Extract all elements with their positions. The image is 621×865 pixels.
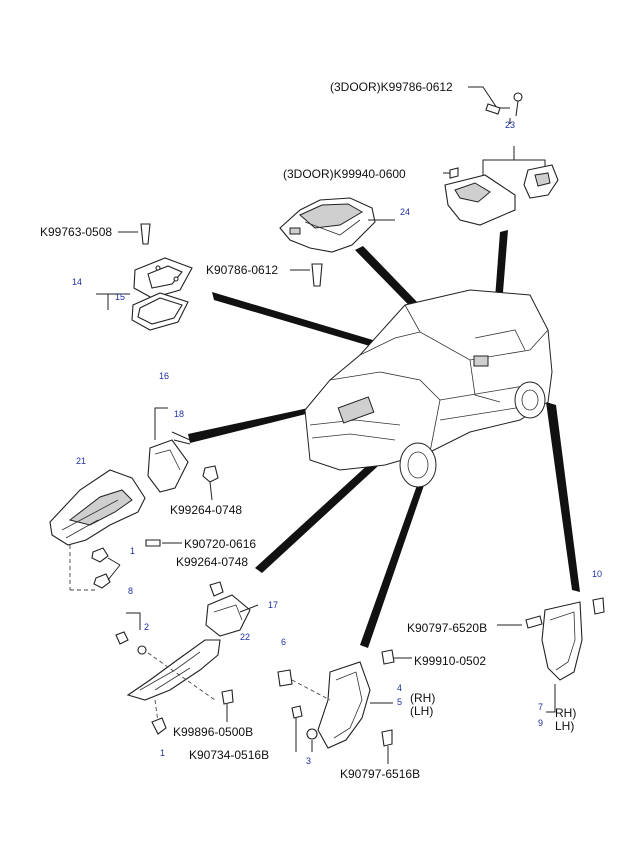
wedge-hood <box>188 404 330 443</box>
clip-k99910 <box>381 649 395 665</box>
callout-14: 14 <box>72 277 83 287</box>
callout-9: 9 <box>538 718 544 728</box>
screw-k90786 <box>311 263 323 287</box>
side-label-lh-front: (LH) <box>410 704 434 718</box>
label-k99786: (3DOOR)K99786-0612 <box>330 80 453 94</box>
callout-16: 16 <box>159 371 170 381</box>
callout-10: 10 <box>592 569 603 579</box>
callout-4: 4 <box>397 683 403 693</box>
label-k90720: K90720-0616 <box>184 537 257 551</box>
label-k99896: K99896-0500B <box>173 725 254 739</box>
rear-mud-flap <box>497 597 605 713</box>
wedge-front-flap <box>360 460 432 648</box>
label-k99940: (3DOOR)K99940-0600 <box>283 167 406 181</box>
clip-k99264-a <box>202 465 219 483</box>
callout-24: 24 <box>400 207 411 217</box>
screw-k90734 <box>291 705 303 719</box>
label-k99264-a: K99264-0748 <box>170 503 243 517</box>
label-k99763: K99763-0508 <box>40 225 113 239</box>
bolt-23b <box>513 92 523 102</box>
label-k90786: K90786-0612 <box>206 263 279 277</box>
part-21-guard <box>49 469 182 591</box>
bolt-k90797-6516 <box>381 729 393 747</box>
front-mud-flap <box>277 649 412 764</box>
callout-3: 3 <box>306 756 312 766</box>
callout-22: 22 <box>240 632 251 642</box>
callout-15: 15 <box>115 292 126 302</box>
rear-bracket <box>443 146 559 226</box>
clip-1b <box>151 717 167 735</box>
callout-6: 6 <box>281 637 287 647</box>
callout-1a: 1 <box>130 546 136 556</box>
washer-3 <box>306 728 318 740</box>
side-label-lh-rear: LH) <box>555 719 575 733</box>
side-label-rh-front: (RH) <box>410 691 436 705</box>
callout-17: 17 <box>268 600 279 610</box>
callout-5: 5 <box>397 697 403 707</box>
callout-2: 2 <box>144 622 150 632</box>
wedge-front-guard <box>255 450 390 573</box>
bolt-k90720 <box>145 539 161 547</box>
clip-k99264-b <box>209 581 224 597</box>
label-k90797-6520: K90797-6520B <box>407 621 488 635</box>
label-k90797-6516: K90797-6516B <box>340 767 421 781</box>
part-14-15-seal <box>96 223 193 331</box>
car-body <box>304 289 553 488</box>
clip-10 <box>592 597 605 615</box>
part-24-cover <box>279 197 395 287</box>
callout-18: 18 <box>174 409 185 419</box>
bolt-2 <box>115 631 129 645</box>
part-16-18-guard <box>147 407 219 501</box>
nut-3door <box>449 167 459 179</box>
bolt-23a <box>485 103 501 115</box>
callout-1b: 1 <box>160 748 166 758</box>
callout-8: 8 <box>128 586 134 596</box>
part-17-22-guard <box>115 581 259 735</box>
clip-k99896 <box>221 689 234 705</box>
wedge-rear-flap <box>546 402 580 592</box>
callout-21: 21 <box>76 456 87 466</box>
callout-23: 23 <box>505 120 516 130</box>
label-k99264-b: K99264-0748 <box>176 555 249 569</box>
side-label-rh-rear: RH) <box>555 706 577 720</box>
screw-k99763 <box>140 223 151 245</box>
bolt-k90797-6520 <box>525 615 543 629</box>
label-k99910: K99910-0502 <box>414 654 487 668</box>
clip-6 <box>277 669 293 687</box>
label-k90734: K90734-0516B <box>189 748 270 762</box>
callout-7: 7 <box>538 702 544 712</box>
part-23-group <box>468 86 523 124</box>
